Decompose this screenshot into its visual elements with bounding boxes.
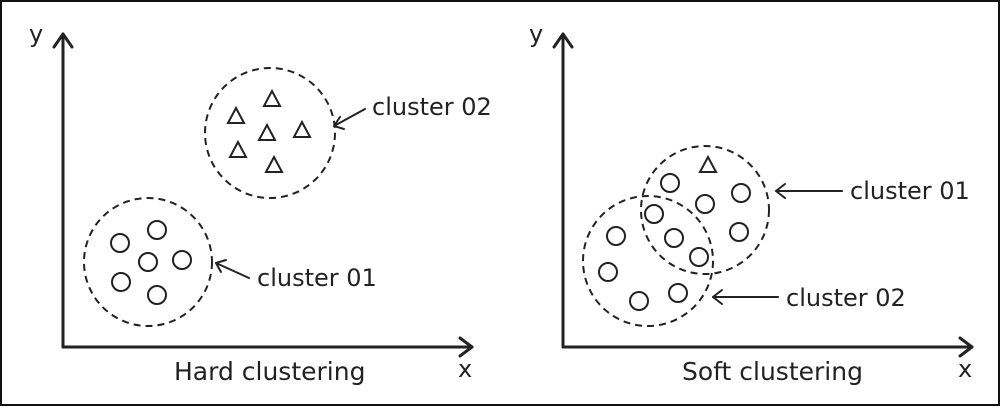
circle-point	[606, 226, 626, 246]
circle-point	[598, 262, 618, 282]
circle-point	[660, 173, 680, 193]
circle-point	[731, 183, 751, 203]
cluster-01-callout-line	[215, 262, 250, 279]
soft-cluster-02: cluster 02	[582, 195, 906, 327]
circle-point	[147, 285, 167, 305]
circle-point	[695, 194, 715, 214]
soft-clustering-panel: y x cluster 01	[529, 20, 974, 386]
cluster-01-label: cluster 01	[257, 264, 377, 292]
circle-point	[664, 228, 684, 248]
hard-clustering-caption: Hard clustering	[174, 357, 365, 386]
right-axes: y x	[529, 20, 974, 383]
cluster-boundary	[582, 195, 714, 327]
hard-cluster-01: cluster 01	[83, 197, 377, 327]
cluster-02-callout-line	[333, 108, 366, 127]
triangle-point	[698, 154, 718, 173]
circle-point	[729, 222, 749, 242]
cluster-02-label: cluster 02	[372, 93, 492, 121]
triangle-point	[226, 105, 246, 124]
hard-cluster-02: cluster 02	[204, 67, 492, 199]
soft-cluster-01-label: cluster 01	[850, 177, 970, 205]
soft-clustering-caption: Soft clustering	[682, 357, 863, 386]
soft-cluster-01: cluster 01	[640, 145, 970, 275]
triangle-point	[292, 119, 312, 138]
cluster-boundary	[83, 197, 213, 327]
right-x-axis-arrow-icon	[958, 336, 974, 358]
left-x-axis-label: x	[458, 355, 472, 383]
right-y-axis-arrow-icon	[552, 32, 574, 49]
circle-point	[138, 252, 158, 272]
hard-clustering-panel: y x cluster 02	[29, 20, 492, 386]
circle-point	[668, 283, 688, 303]
triangle-point	[264, 154, 284, 173]
triangle-point	[262, 88, 282, 107]
right-y-axis-label: y	[529, 20, 543, 48]
cluster-boundary	[204, 67, 336, 199]
left-y-axis-label: y	[29, 20, 43, 48]
right-x-axis-label: x	[958, 355, 972, 383]
circle-point	[172, 250, 192, 270]
cluster-boundary	[640, 145, 770, 275]
left-x-axis-arrow-icon	[458, 336, 474, 358]
triangle-point	[228, 139, 248, 158]
circle-point	[644, 204, 664, 224]
left-axes: y x	[29, 20, 474, 383]
triangle-point	[257, 122, 277, 141]
circle-point	[110, 233, 130, 253]
circle-point	[629, 291, 649, 311]
left-y-axis-arrow-icon	[52, 32, 74, 49]
cluster-01-callout-arrow-icon	[215, 259, 227, 273]
circle-point	[111, 272, 131, 292]
soft-cluster-02-label: cluster 02	[786, 284, 906, 312]
soft-cluster-02-callout-arrow-icon	[712, 289, 723, 305]
soft-cluster-01-callout-arrow-icon	[775, 183, 786, 199]
circle-point	[147, 220, 167, 240]
circle-point	[689, 247, 709, 267]
cluster-02-callout-arrow-icon	[333, 116, 345, 130]
